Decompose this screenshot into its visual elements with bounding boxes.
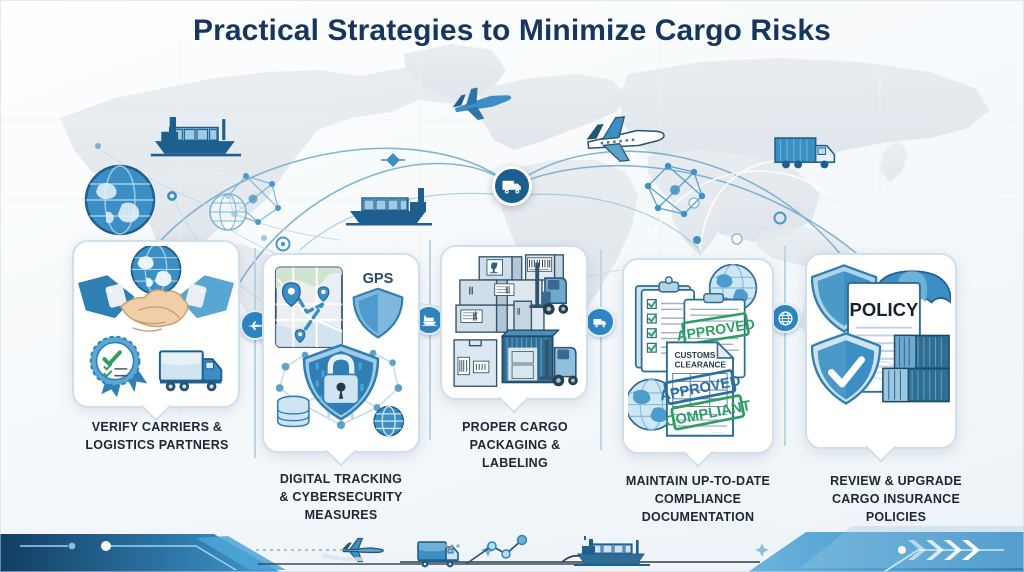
map-pin-icon — [317, 286, 330, 302]
globe-network-icon — [209, 193, 247, 231]
caption-line: Policies — [865, 510, 927, 525]
shield-check-icon — [811, 332, 882, 405]
map-airplane-icon — [452, 87, 512, 121]
step-5-caption: Review & Upgrade Cargo Insurance Policie… — [796, 472, 996, 526]
caption-line: Maintain Up-To-Date — [625, 474, 771, 488]
barcode-label-icon — [527, 257, 553, 272]
gps-label: GPS — [363, 271, 394, 287]
map-truck-icon — [774, 137, 836, 169]
caption-line: & Cybersecurity — [279, 490, 403, 505]
banner-right-shape — [748, 532, 1024, 572]
globe-network-icon — [373, 405, 405, 437]
gps-map-icon — [274, 266, 343, 349]
step-card-4[interactable]: APPROVED CUSTOMS CLEARANCE — [622, 258, 774, 468]
banner-network-chart-icon — [444, 534, 528, 565]
map-cargo-ship-icon — [150, 117, 242, 157]
caption-line: Digital Tracking — [279, 472, 403, 486]
step-4-artwork: APPROVED CUSTOMS CLEARANCE — [628, 264, 768, 448]
hub-truck-icon — [492, 166, 532, 206]
banner-truck-icon — [417, 541, 459, 568]
step-3-artwork — [446, 251, 582, 394]
step-5-artwork: POLICY — [811, 259, 951, 443]
doc-footnote: ____ — [711, 429, 723, 434]
policy-title: POLICY — [850, 299, 919, 320]
chevron-arrows-icon — [908, 540, 980, 560]
caption-line: Review & Upgrade — [830, 474, 962, 488]
sparkle-icon — [481, 543, 769, 557]
shipping-container-icon — [893, 334, 950, 370]
step-4-caption: Maintain Up-To-Date Compliance Documenta… — [592, 472, 804, 526]
globe-icon — [130, 246, 182, 295]
truck-icon — [158, 350, 223, 392]
map-pin-icon — [281, 282, 301, 308]
map-cargo-ship-icon — [346, 188, 432, 226]
certification-badge-icon — [89, 335, 148, 398]
caption-line: Measures — [304, 508, 378, 523]
bottom-banner — [0, 524, 1024, 572]
shield-icon — [352, 287, 404, 339]
shipping-container-icon — [882, 367, 950, 403]
banner-left-circuit — [20, 541, 237, 571]
banner-cargo-ship-icon — [574, 536, 650, 566]
step-card-5[interactable]: POLICY — [805, 253, 957, 463]
step-card-2[interactable]: GPS — [262, 253, 420, 467]
route-marker-icon — [381, 153, 405, 167]
doc-title-line-1: CUSTOMS — [675, 351, 716, 360]
page-title: Practical Strategies to Minimize Cargo R… — [193, 14, 831, 47]
step-2-artwork: GPS — [268, 259, 414, 447]
step-card-3[interactable] — [440, 245, 588, 414]
connector-line-3 — [600, 250, 602, 450]
step-3-caption: Proper Cargo Packaging & Labeling — [420, 418, 610, 472]
step-1-artwork — [78, 246, 234, 402]
padlock-shield-icon — [302, 343, 380, 421]
connector-line-4 — [784, 246, 786, 446]
caption-line: Labeling — [482, 456, 548, 471]
caption-line: Documentation — [641, 510, 755, 525]
caption-line: Logistics Partners — [85, 438, 229, 453]
forklift-icon — [529, 262, 569, 315]
fragile-label-icon — [486, 259, 503, 276]
forklift-icon — [539, 339, 578, 387]
shipping-container-icon — [500, 329, 561, 384]
step-2-caption: Digital Tracking & Cybersecurity Measure… — [230, 470, 452, 524]
caption-line: Cargo Insurance — [831, 492, 961, 507]
shipping-label-icon — [457, 356, 490, 376]
shipping-label-icon — [460, 309, 483, 323]
step-card-1[interactable] — [72, 240, 240, 422]
handshake-icon — [78, 275, 234, 332]
connector-globe-icon — [770, 303, 800, 333]
map-airplane-icon — [586, 116, 665, 162]
map-pin-icon — [294, 329, 306, 344]
caption-line: Packaging & — [469, 438, 561, 453]
shipping-label-icon — [494, 283, 515, 296]
globe-icon — [628, 378, 678, 431]
connector-line-2 — [429, 240, 431, 440]
doc-title-line-2: CLEARANCE — [675, 361, 727, 370]
caption-line: Proper Cargo — [462, 420, 568, 434]
connector-line-1 — [254, 248, 256, 458]
caption-line: Verify Carriers & — [91, 420, 223, 434]
map-globe-icon — [84, 164, 156, 236]
connector-truck-icon — [585, 307, 615, 337]
database-icon — [276, 395, 310, 428]
step-1-caption: Verify Carriers & Logistics Partners — [46, 418, 268, 454]
caption-line: Compliance — [654, 492, 742, 507]
